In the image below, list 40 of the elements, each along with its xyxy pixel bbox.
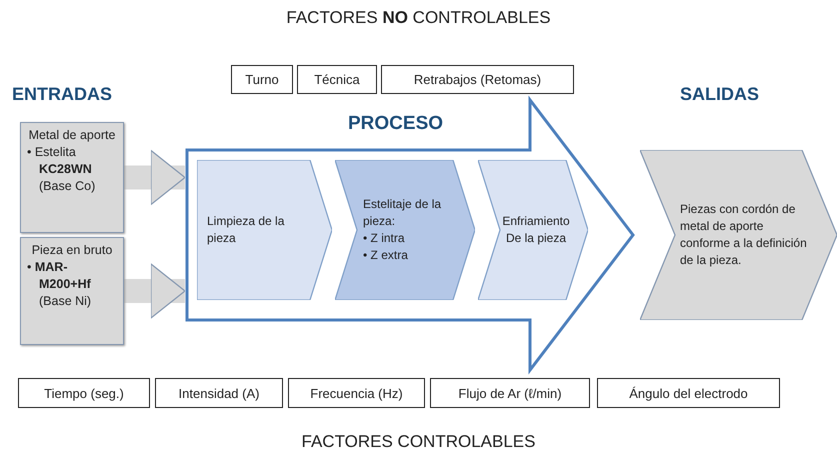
node-text: • Z extra <box>363 246 409 264</box>
factor-box <box>288 378 425 408</box>
node-text: • Z intra <box>363 230 406 247</box>
input-box <box>20 237 124 345</box>
process-step <box>335 160 475 300</box>
node-text: Intensidad (A) <box>178 386 260 400</box>
node-text: Técnica <box>314 72 360 87</box>
process-step <box>197 160 332 300</box>
node-text: Piezas con cordón de metal de aporte conforme a la definición de la pieza. <box>680 201 808 269</box>
factor-box <box>381 65 574 94</box>
process-arrow <box>185 95 635 375</box>
node-text: Turno <box>245 72 279 87</box>
section-heading: FACTORES NO CONTROLABLES <box>286 8 551 28</box>
node-text: Tiempo (seg.) <box>44 386 124 400</box>
node-text: • Estelita KC28WN (Base Co) <box>27 144 96 194</box>
factor-box <box>231 65 293 94</box>
input-box <box>20 122 124 233</box>
node-text: Enfriamiento De la pieza <box>501 213 571 247</box>
process-step <box>478 160 588 300</box>
factor-box <box>297 65 377 94</box>
section-heading: FACTORES CONTROLABLES <box>302 432 536 452</box>
node-text: Ángulo del electrodo <box>629 386 748 400</box>
node-text: Limpieza de la pieza <box>207 213 286 247</box>
input-arrow <box>124 150 186 206</box>
section-heading: PROCESO <box>348 112 444 136</box>
factor-box <box>430 378 590 408</box>
node-text: Metal de aporte <box>28 127 116 144</box>
factor-box <box>18 378 150 408</box>
node-text: Estelitaje de la pieza: <box>363 196 442 230</box>
node-text: Pieza en bruto <box>30 242 114 259</box>
section-heading: ENTRADAS <box>12 84 112 105</box>
section-heading: SALIDAS <box>680 84 760 105</box>
output-arrow <box>640 150 837 320</box>
node-text: • MAR-M200+Hf (Base Ni) <box>27 258 92 310</box>
node-text: Flujo de Ar (ℓ/min) <box>458 386 562 400</box>
node-text: Retrabajos (Retomas) <box>414 72 542 87</box>
factor-box <box>155 378 283 408</box>
factor-box <box>597 378 780 408</box>
input-arrow <box>124 263 186 319</box>
node-text: Frecuencia (Hz) <box>310 386 403 400</box>
